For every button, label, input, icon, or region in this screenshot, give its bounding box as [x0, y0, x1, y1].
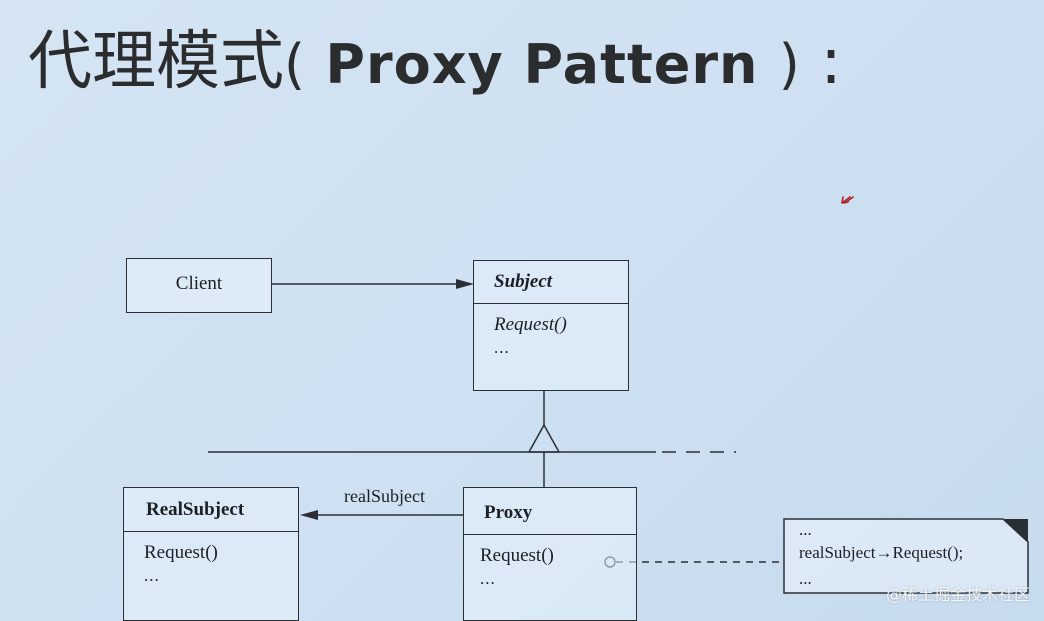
realsubject-ellipsis: ...: [144, 566, 160, 585]
proxy-operation: Request(): [480, 545, 554, 566]
association-label: realSubject: [344, 486, 425, 506]
subject-separator: [474, 303, 628, 304]
client-class-name: Client: [175, 273, 223, 294]
proxy-class: Proxy Request() ...: [463, 487, 637, 621]
slide-title: 代理模式( Proxy Pattern ) :: [28, 22, 842, 105]
subject-class: Subject Request() ...: [473, 260, 629, 391]
realsubject-operation: Request(): [144, 542, 218, 563]
note-line-1: ...: [799, 520, 812, 539]
title-close-paren: ): [778, 33, 800, 96]
subject-ellipsis: ...: [494, 338, 510, 357]
title-colon: :: [820, 25, 842, 99]
realsubject-class: RealSubject Request() ...: [123, 487, 299, 621]
pen-cursor-icon: [841, 196, 854, 204]
proxy-separator: [464, 534, 636, 535]
client-subject-arrowhead: [456, 279, 474, 289]
note-frame: [783, 518, 1029, 594]
proxy-class-name: Proxy: [484, 502, 533, 523]
title-en: Proxy Pattern: [325, 33, 759, 96]
subject-class-name: Subject: [494, 271, 553, 292]
note-line-2: realSubject→Request();: [799, 543, 964, 562]
realsubject-class-name: RealSubject: [146, 499, 245, 520]
proxy-ellipsis: ...: [480, 569, 496, 588]
inheritance-triangle: [527, 423, 561, 453]
title-zh: 代理模式: [28, 25, 284, 99]
watermark: @稀土掘金技术社区: [885, 585, 1030, 604]
implementation-note: ... realSubject→Request(); ...: [783, 518, 1029, 594]
note-line-3: ...: [799, 569, 812, 588]
title-open-paren: (: [284, 33, 306, 96]
realsubject-separator: [124, 531, 298, 532]
client-class: Client: [126, 258, 272, 313]
subject-operation: Request(): [494, 314, 567, 335]
proxy-realsubject-arrowhead: [300, 510, 318, 520]
